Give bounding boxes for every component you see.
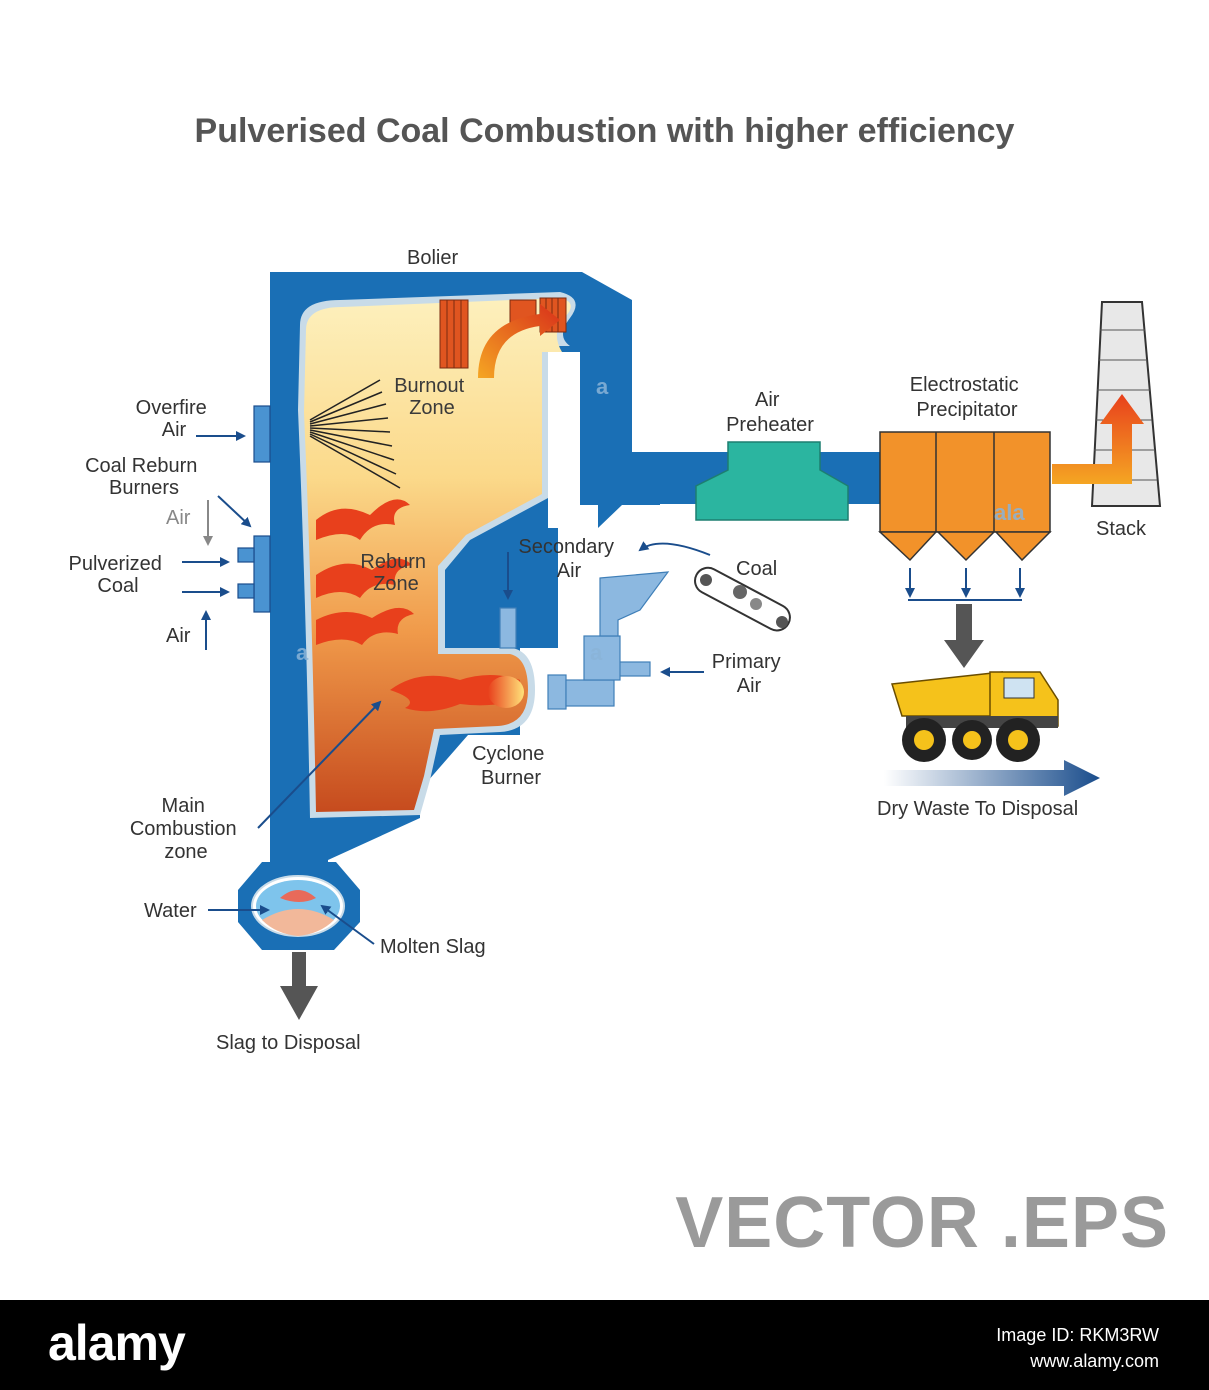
label-reburn-zone: Reburn Zone <box>360 551 431 595</box>
main-flame <box>390 675 524 712</box>
label-water: Water <box>144 900 197 922</box>
watermark-a: a <box>590 640 603 665</box>
burner-ports <box>237 405 271 613</box>
coal-conveyor <box>638 541 791 632</box>
reburn-flames <box>316 499 414 645</box>
label-arrows <box>182 431 704 945</box>
site-url[interactable]: www.alamy.com <box>1030 1351 1159 1371</box>
stack <box>1052 301 1162 507</box>
vector-eps-label: VECTOR .EPS <box>675 1183 1169 1263</box>
image-id-text: Image ID: RKM3RW <box>996 1325 1159 1345</box>
air-preheater <box>695 441 849 521</box>
label-dry-waste: Dry Waste To Disposal <box>877 798 1078 820</box>
combustion-diagram: a a a ala Bolier Burnout Zone Reburn Zon… <box>69 247 1162 1054</box>
label-stack: Stack <box>1096 518 1147 540</box>
footer-bar: alamy Image ID: RKM3RW www.alamy.com <box>0 1300 1209 1390</box>
label-burnout-zone: Burnout Zone <box>394 375 470 419</box>
cyclone-feed <box>499 571 670 710</box>
dry-waste-arrow <box>884 760 1100 796</box>
page-title: Pulverised Coal Combustion with higher e… <box>194 112 1015 150</box>
watermark-a: ala <box>994 500 1025 525</box>
label-primary-air: Primary Air <box>712 651 786 697</box>
watermark-a: a <box>296 640 309 665</box>
waste-down-arrow <box>944 604 984 668</box>
slag-tank <box>238 862 360 950</box>
label-coal: Coal <box>736 558 777 580</box>
label-boiler: Bolier <box>407 247 458 269</box>
label-coal-reburn-burners: Coal Reburn Burners <box>85 455 203 499</box>
dump-truck <box>891 671 1059 762</box>
precipitator-drops <box>905 568 1025 601</box>
slag-down-arrow <box>280 952 318 1020</box>
label-air-upper: Air <box>166 507 191 529</box>
label-air-preheater: Air Preheater <box>726 389 814 436</box>
label-secondary-air: Secondary Air <box>518 536 619 582</box>
label-pulverized-coal: Pulverized Coal <box>69 553 168 597</box>
label-slag-to-disposal: Slag to Disposal <box>216 1032 361 1054</box>
watermark-a: a <box>596 374 609 399</box>
label-air-lower: Air <box>166 625 191 647</box>
image-id: Image ID: RKM3RW www.alamy.com <box>996 1322 1159 1374</box>
electrostatic-precipitator <box>878 431 1052 562</box>
label-molten-slag: Molten Slag <box>380 936 486 958</box>
overfire-air-jets <box>309 379 401 489</box>
label-cyclone-burner: Cyclone Burner <box>472 743 550 789</box>
label-overfire-air: Overfire Air <box>136 397 213 441</box>
label-electrostatic-precipitator: Electrostatic Precipitator <box>910 374 1025 421</box>
label-main-combustion-zone: Main Combustion zone <box>130 795 242 863</box>
alamy-logo[interactable]: alamy <box>48 1315 186 1371</box>
burnout-flow-arrow <box>478 304 560 378</box>
boiler-inner-passage <box>548 352 598 528</box>
